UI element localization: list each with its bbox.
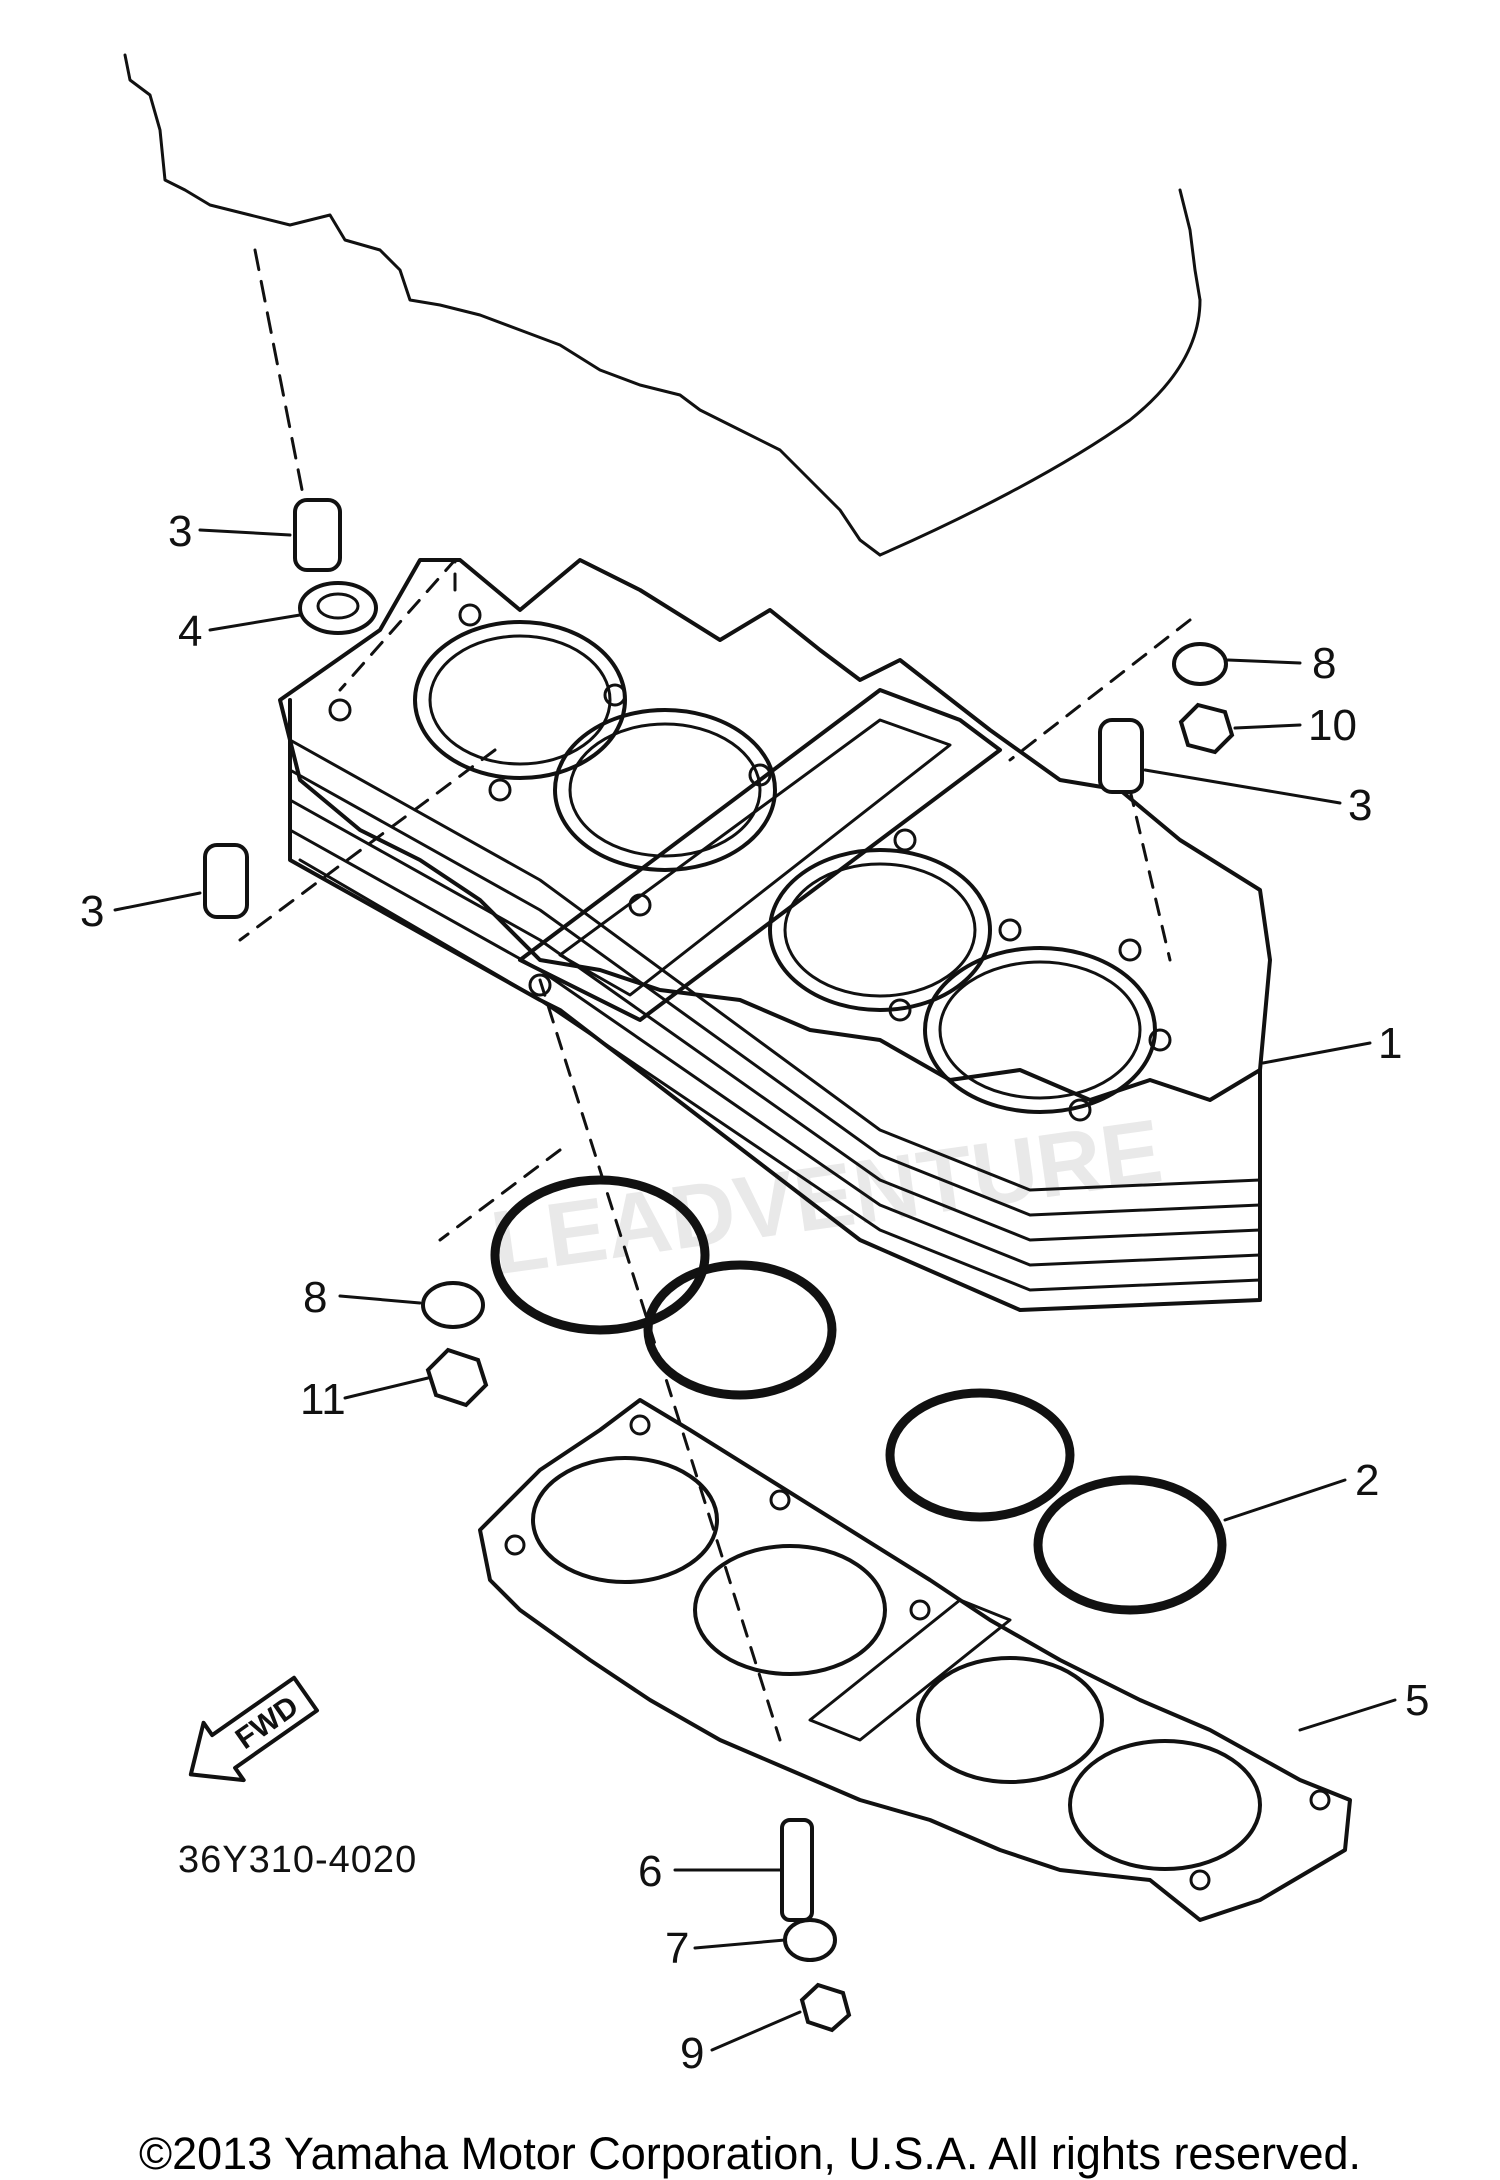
washer-4	[298, 581, 378, 635]
callout-2: 2	[1355, 1456, 1379, 1505]
callout-3c: 3	[1348, 781, 1372, 830]
washer-8b	[421, 1281, 485, 1329]
washer-7	[783, 1918, 837, 1962]
dowel-pin-3c	[1098, 718, 1144, 794]
crankcase-outline	[123, 53, 1202, 557]
watermark: LEADVENTURE	[485, 1101, 1167, 1294]
nut-9	[799, 1982, 852, 2033]
dowel-pin-3b	[203, 843, 249, 919]
copyright-notice: ©2013 Yamaha Motor Corporation, U.S.A. A…	[138, 2128, 1362, 2179]
o-rings	[490, 1175, 1227, 1615]
callout-4: 4	[178, 607, 202, 656]
callout-6: 6	[638, 1847, 662, 1896]
callout-10: 10	[1308, 701, 1357, 750]
callout-5: 5	[1405, 1676, 1429, 1725]
washer-8a	[1172, 642, 1228, 686]
dowel-pin-3a	[293, 498, 342, 572]
cylinder-base-gasket	[478, 1398, 1352, 1922]
callout-3a: 3	[168, 507, 192, 556]
diagram-part-number: 36Y310-4020	[178, 1839, 417, 1881]
callout-8a: 8	[1312, 639, 1336, 688]
callout-3b: 3	[80, 887, 104, 936]
fwd-arrow: FWD	[188, 1675, 320, 1783]
cap-nut-11	[425, 1347, 489, 1408]
callout-9: 9	[680, 2029, 704, 2078]
callouts: 3 4 3 8 10 3 1 2 5 8 11 6 7 9	[80, 507, 1429, 2078]
callout-8b: 8	[303, 1273, 327, 1322]
callout-1: 1	[1378, 1019, 1402, 1068]
callout-11: 11	[300, 1375, 346, 1424]
leader-lines	[238, 558, 1192, 1742]
stud-bolt-6	[780, 1818, 814, 1922]
nut-10	[1178, 702, 1235, 755]
small-parts	[203, 498, 1235, 2033]
callout-leaders	[113, 528, 1397, 2052]
callout-7: 7	[665, 1924, 689, 1973]
cylinder-block	[278, 558, 1272, 1312]
